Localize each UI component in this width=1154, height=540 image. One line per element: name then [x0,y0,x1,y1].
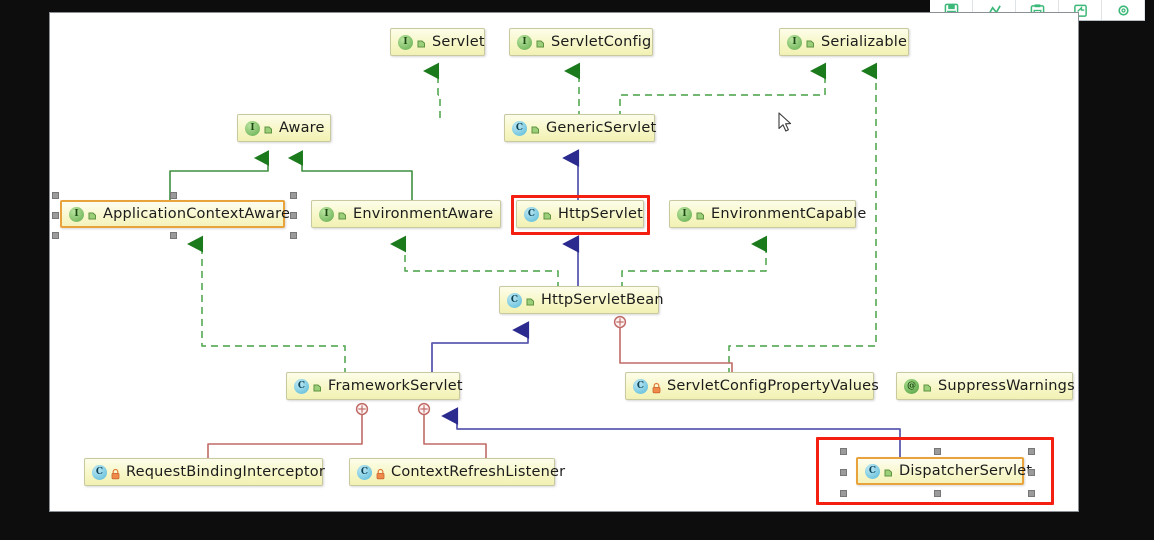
node-httpservletbean[interactable]: C HttpServletBean [499,286,664,314]
node-label: ServletConfig [551,34,652,50]
node-label: GenericServlet [546,120,657,136]
selection-handle[interactable] [934,490,941,497]
mouse-pointer [778,112,792,132]
class-icon: C [865,463,880,479]
interface-icon: I [787,34,802,50]
interface-icon: I [245,120,260,136]
node-environmentcapable[interactable]: I EnvironmentCapable [669,200,866,228]
visibility-public-icon [337,208,348,221]
node-label: FrameworkServlet [328,378,463,394]
visibility-private-icon [110,466,121,479]
interface-icon: I [677,206,692,222]
node-label: ServletConfigPropertyValues [667,378,879,394]
settings-icon[interactable] [1102,0,1145,20]
node-serializable[interactable]: I Serializable [779,28,909,56]
class-icon: C [507,292,522,308]
visibility-public-icon [87,208,98,221]
selection-handle[interactable] [290,192,297,199]
node-label: Serializable [821,34,908,50]
node-aware[interactable]: I Aware [237,114,331,142]
visibility-public-icon [695,208,706,221]
selection-handle[interactable] [290,212,297,219]
visibility-public-icon [922,380,933,393]
node-frameworkservlet[interactable]: C FrameworkServlet [286,372,463,400]
selection-handle[interactable] [1028,469,1035,476]
node-label: EnvironmentCapable [711,206,867,222]
node-label: HttpServletBean [541,292,664,308]
node-label: SuppressWarnings [938,378,1075,394]
node-servletconfig[interactable]: I ServletConfig [509,28,653,56]
node-label: DispatcherServlet [899,463,1033,479]
selection-handle[interactable] [290,232,297,239]
diagram-canvas[interactable]: I Servlet I ServletConfig I Serializable… [49,12,1079,512]
diagram-edges [169,62,901,465]
node-label: RequestBindingInterceptor [126,464,326,480]
visibility-private-icon [651,380,662,393]
selection-handle[interactable] [934,448,941,455]
node-requestbindinginterceptor[interactable]: C RequestBindingInterceptor [84,458,326,486]
class-icon: C [633,378,648,394]
class-icon: C [357,464,372,480]
class-icon: C [294,378,309,394]
node-environmentaware[interactable]: I EnvironmentAware [311,200,501,228]
open-icon[interactable] [1059,0,1102,20]
node-label: Aware [279,120,325,136]
node-dispatcherservlet[interactable]: C DispatcherServlet [856,457,1032,485]
selection-handle[interactable] [52,212,59,219]
visibility-public-icon [525,294,536,307]
interface-icon: I [69,206,84,222]
visibility-public-icon [805,36,816,49]
interface-icon: I [517,34,532,50]
visibility-public-icon [535,36,546,49]
visibility-public-icon [416,36,427,49]
node-httpservlet[interactable]: C HttpServlet [516,200,644,228]
node-label: HttpServlet [558,206,643,222]
visibility-public-icon [530,122,541,135]
selection-handle[interactable] [840,448,847,455]
selection-handle[interactable] [52,192,59,199]
selection-handle[interactable] [840,469,847,476]
selection-handle[interactable] [840,490,847,497]
selection-handle[interactable] [170,232,177,239]
node-label: EnvironmentAware [353,206,494,222]
class-icon: C [92,464,107,480]
node-label: Servlet [432,34,485,50]
visibility-public-icon [263,122,274,135]
layout-icon[interactable] [973,0,1016,20]
selection-handle[interactable] [1028,490,1035,497]
interface-icon: I [319,206,334,222]
selection-handle[interactable] [170,192,177,199]
class-icon: C [524,206,539,222]
visibility-public-icon [312,380,323,393]
visibility-public-icon [542,208,553,221]
class-icon: C [512,120,527,136]
selection-handle[interactable] [52,232,59,239]
node-label: ApplicationContextAware [103,206,291,222]
interface-icon: I [398,34,413,50]
node-label: ContextRefreshListener [391,464,566,480]
node-genericservlet[interactable]: C GenericServlet [504,114,657,142]
node-servletconfigpropertyvalues[interactable]: C ServletConfigPropertyValues [625,372,879,400]
visibility-public-icon [883,465,894,478]
selection-handle[interactable] [1028,448,1035,455]
node-applicationcontextaware[interactable]: I ApplicationContextAware [60,200,290,228]
node-contextrefreshlistener[interactable]: C ContextRefreshListener [349,458,565,486]
node-suppresswarnings[interactable]: @ SuppressWarnings [896,372,1075,400]
node-servlet[interactable]: I Servlet [390,28,485,56]
visibility-private-icon [375,466,386,479]
annotation-icon: @ [904,378,919,394]
